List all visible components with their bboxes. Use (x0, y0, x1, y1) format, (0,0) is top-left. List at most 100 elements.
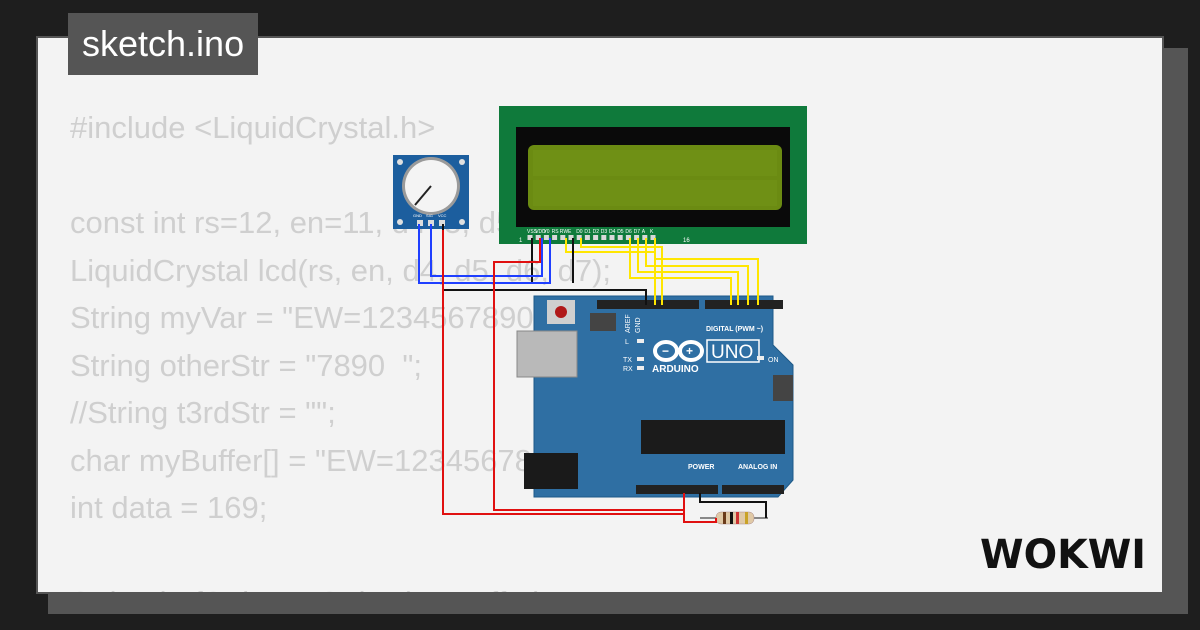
wire-red (442, 230, 685, 515)
rx-label: RX (623, 366, 633, 373)
wire-yellow (629, 238, 732, 305)
code-line: #include <LiquidCrystal.h> (70, 110, 436, 145)
gnd-label: GND (635, 317, 642, 333)
lcd-pin-label: D2 (593, 229, 600, 235)
icsp-header-small (590, 313, 616, 331)
lcd-pin-label: D1 (584, 229, 591, 235)
on-label: ON (768, 357, 779, 364)
code-line: String myVar = "EW=1234567890"; (70, 300, 554, 335)
pot-pin (417, 220, 423, 226)
lcd-pin-label: D5 (617, 229, 624, 235)
lcd-pin (527, 235, 533, 240)
digital-label: DIGITAL (PWM ~) (706, 326, 763, 333)
lcd-pin (601, 235, 607, 240)
tx-label: TX (623, 357, 632, 364)
arduino-uno[interactable]: − + UNO ARDUINO ON L TX RX DIGITAL (PWM … (516, 295, 794, 498)
power-label: POWER (688, 464, 714, 471)
lcd-pin-label: RS (552, 229, 560, 235)
code-line: LiquidCrystal lcd(rs, en, d4, d5, d6, d7… (70, 252, 612, 288)
lcd-pin (609, 235, 615, 240)
analog-label: ANALOG IN (738, 464, 777, 471)
resistor-body (715, 511, 755, 525)
digital-header-right (705, 300, 783, 309)
usb-port (516, 330, 578, 378)
uno-badge (706, 339, 760, 363)
svg-text:+: + (686, 344, 693, 358)
sketch-title: sketch.ino (68, 13, 259, 75)
lcd-pin-label: D7 (634, 229, 641, 235)
board-name: UNO (711, 342, 753, 363)
lcd-pin-label: D4 (609, 229, 616, 235)
lcd-pin (543, 235, 549, 240)
wire-red (683, 510, 717, 523)
wire-red (493, 238, 684, 511)
reset-button[interactable] (555, 306, 567, 318)
wokwi-brand-text: WOKWI (980, 532, 1146, 578)
pot-pin (439, 220, 445, 226)
wire-yellow (580, 238, 663, 305)
digital-header-left (597, 300, 699, 309)
wire-black (699, 493, 767, 518)
lcd-pin-label: A (642, 229, 646, 235)
pot-pin-label: GND (413, 213, 422, 218)
rx-led (637, 366, 644, 370)
svg-text:−: − (662, 344, 669, 358)
lcd-pin-label: VSS (527, 229, 538, 235)
lcd-pin (642, 235, 648, 240)
lcd-pin-first: 1 (519, 238, 523, 244)
wire-blue (430, 224, 543, 277)
pot-indicator (414, 185, 432, 206)
lcd-pin (593, 235, 599, 240)
wire-yellow (654, 238, 759, 305)
l-label: L (625, 339, 629, 346)
lcd-pin (625, 235, 631, 240)
code-line: char myBuffer[] = "EW=1234567890"; (70, 442, 587, 478)
lcd-pin-label: VDD (535, 229, 546, 235)
lcd-pin (568, 235, 574, 240)
code-line: String otherStr = "7890 "; (70, 347, 423, 383)
atmega-chip (641, 420, 785, 454)
code-preview-card: #include <LiquidCrystal.h>const int rs=1… (36, 36, 1164, 594)
lcd-pin (535, 235, 541, 240)
lcd-pin (650, 235, 656, 240)
code-line: int data = 169; (70, 490, 268, 525)
on-led (757, 356, 764, 360)
tx-led (637, 357, 644, 361)
pot-pin-label: SIG (426, 213, 433, 218)
power-jack (524, 453, 578, 489)
lcd-pin (617, 235, 623, 240)
analog-header (722, 485, 784, 494)
power-header (636, 485, 718, 494)
lcd-pin-label: K (650, 229, 654, 235)
code-line: String bufString = String(myBuffer); (70, 579, 731, 592)
lcd-pin-last: 16 (683, 238, 690, 244)
pot-pin (428, 220, 434, 226)
lcd-pin-label: D0 (576, 229, 583, 235)
lcd-pin (634, 235, 640, 240)
lcd-screen (528, 145, 782, 210)
wire-yellow (637, 238, 739, 305)
l-led (637, 339, 644, 343)
icsp-header (773, 375, 793, 401)
wires (418, 224, 767, 523)
lcd-pin (576, 235, 582, 240)
code-line: //String t3rdStr = ""; (70, 395, 336, 430)
arduino-brand: ARDUINO (652, 364, 699, 375)
lcd-pin-label: D6 (625, 229, 632, 235)
arduino-logo-icon (653, 340, 704, 362)
lcd-pin-label: RW (560, 229, 569, 235)
lcd-pin (560, 235, 566, 240)
lcd-pin-label: V0 (543, 229, 549, 235)
resistor[interactable] (700, 511, 768, 525)
wokwi-logo: WOKWI (980, 532, 1146, 578)
lcd-pin (584, 235, 590, 240)
lcd-pin (552, 235, 558, 240)
pot-pin-label: VCC (438, 213, 447, 218)
lcd-character-cells (533, 150, 777, 206)
lcd-pin-label: D3 (601, 229, 608, 235)
wire-blue (418, 224, 551, 284)
potentiometer[interactable]: GND SIG VCC (393, 155, 469, 229)
